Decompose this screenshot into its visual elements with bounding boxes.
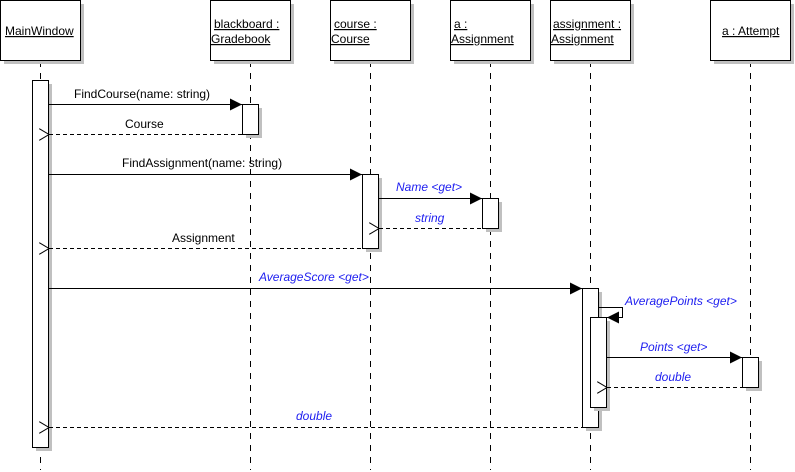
participant-label: MainWindow bbox=[5, 24, 74, 38]
message-label: Assignment bbox=[172, 231, 235, 245]
participant-label: blackboard : bbox=[214, 17, 279, 31]
participant-label: Assignment bbox=[451, 32, 514, 46]
self-call-arrow bbox=[599, 307, 623, 324]
activation-a-assignment bbox=[482, 198, 502, 232]
message-label: AveragePoints <get> bbox=[624, 294, 737, 308]
participant-mainwindow[interactable]: MainWindow bbox=[0, 0, 85, 65]
message-return-double-score[interactable]: double bbox=[49, 409, 582, 428]
participant-label: Gradebook bbox=[211, 32, 271, 46]
activation-mainwindow bbox=[32, 80, 52, 451]
message-label: double bbox=[296, 409, 332, 423]
message-return-course[interactable]: Course bbox=[49, 117, 242, 135]
message-return-double-points[interactable]: double bbox=[607, 370, 742, 388]
participant-label: Assignment bbox=[551, 32, 614, 46]
message-label: string bbox=[415, 211, 445, 225]
participant-blackboard[interactable]: blackboard : Gradebook bbox=[210, 0, 295, 65]
message-label: Points <get> bbox=[640, 340, 707, 354]
message-label: double bbox=[655, 370, 691, 384]
message-return-string[interactable]: string bbox=[379, 211, 482, 229]
participant-label: Course bbox=[331, 32, 370, 46]
activation-blackboard bbox=[242, 104, 262, 138]
message-label: AverageScore <get> bbox=[258, 270, 369, 284]
message-label: Name <get> bbox=[396, 180, 462, 194]
participant-a-assignment[interactable]: a : Assignment bbox=[450, 0, 535, 65]
message-average-score-get[interactable]: AverageScore <get> bbox=[49, 270, 582, 295]
participant-attempt[interactable]: a : Attempt bbox=[710, 0, 795, 65]
activation-attempt bbox=[742, 357, 762, 391]
message-name-get[interactable]: Name <get> bbox=[379, 180, 482, 205]
activation-course bbox=[362, 174, 382, 252]
message-find-course[interactable]: FindCourse(name: string) bbox=[49, 87, 242, 111]
message-label: FindAssignment(name: string) bbox=[122, 156, 282, 170]
message-label: Course bbox=[125, 117, 164, 131]
participant-label: course : bbox=[334, 17, 377, 31]
message-find-assignment[interactable]: FindAssignment(name: string) bbox=[49, 156, 362, 181]
messages: FindCourse(name: string) Course FindAssi… bbox=[49, 87, 742, 428]
activations bbox=[32, 80, 762, 451]
participant-label: a : Attempt bbox=[722, 24, 780, 38]
message-return-assignment[interactable]: Assignment bbox=[49, 231, 362, 249]
participant-course[interactable]: course : Course bbox=[330, 0, 415, 65]
participant-label: a : bbox=[454, 17, 467, 31]
activation-assignment-nested bbox=[590, 317, 610, 411]
message-label: FindCourse(name: string) bbox=[74, 87, 210, 101]
participant-assignment[interactable]: assignment : Assignment bbox=[550, 0, 635, 65]
message-average-points-get[interactable]: AveragePoints <get> bbox=[599, 294, 737, 324]
participant-label: assignment : bbox=[553, 17, 621, 31]
message-points-get[interactable]: Points <get> bbox=[607, 340, 742, 364]
